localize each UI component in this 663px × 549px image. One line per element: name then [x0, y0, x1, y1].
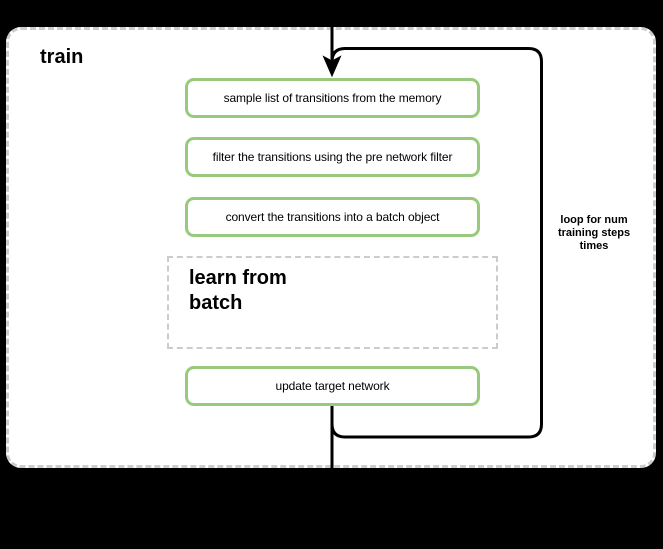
step-convert-to-batch[interactable]: convert the transitions into a batch obj… — [185, 197, 480, 237]
train-container-title: train — [40, 46, 84, 68]
loop-frame — [330, 47, 543, 439]
step-sample-transitions[interactable]: sample list of transitions from the memo… — [185, 78, 480, 118]
loop-annotation: loop for num training steps times — [543, 214, 645, 253]
step-update-target-network[interactable]: update target network — [185, 366, 480, 406]
step-label: sample list of transitions from the memo… — [223, 91, 442, 105]
step-filter-transitions[interactable]: filter the transitions using the pre net… — [185, 137, 480, 177]
subprocess-title: learn from batch — [189, 267, 287, 314]
subprocess-learn-from-batch[interactable]: learn from batch — [167, 256, 498, 349]
down-arrowhead-icon — [322, 55, 342, 78]
step-label: filter the transitions using the pre net… — [212, 150, 453, 164]
loop-annotation-line: times — [579, 240, 609, 252]
step-label: convert the transitions into a batch obj… — [225, 210, 440, 224]
loop-annotation-line: training steps — [557, 227, 631, 239]
loop-annotation-line: loop for num — [560, 214, 628, 226]
step-label: update target network — [275, 379, 390, 393]
